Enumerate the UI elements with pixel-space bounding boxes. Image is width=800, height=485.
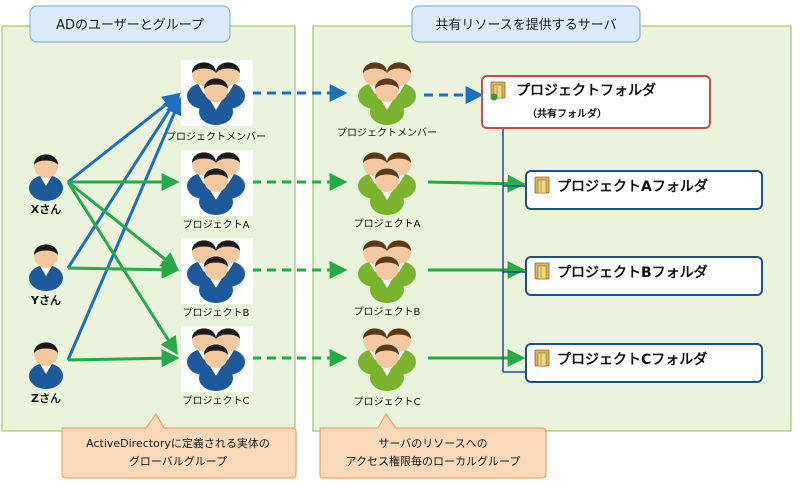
- local-group-c: プロジェクトC: [354, 328, 421, 408]
- user-y-label: Yさん: [30, 294, 61, 307]
- right-panel-title-box: [411, 5, 641, 43]
- arrow-x-to-member: [67, 92, 181, 184]
- folder-c-icon: [534, 349, 550, 367]
- note-global-line-1: ActiveDirectoryに定義される実体の: [86, 436, 270, 450]
- local-group-b-label: プロジェクトB: [354, 306, 421, 318]
- local-group-a-label: プロジェクトA: [354, 218, 421, 230]
- arrow-y-to-b: [67, 260, 180, 279]
- folder-a-label: プロジェクトAフォルダ: [557, 178, 708, 195]
- arrow-x-to-b: [67, 180, 179, 271]
- folder-b: プロジェクトBフォルダ: [525, 256, 763, 296]
- global-group-b: プロジェクトB: [181, 238, 253, 319]
- user-y: Yさん: [29, 244, 63, 307]
- left-panel-title: ADのユーザーとグループ: [56, 18, 204, 33]
- note-local-line-1: サーバのリソースへの: [378, 437, 487, 450]
- membership-arrows: [66, 92, 183, 368]
- global-group-member-label: プロジェクトメンバー: [166, 131, 266, 143]
- shared-folder: プロジェクトフォルダ （共有フォルダ）: [481, 75, 711, 129]
- local-group-c-label: プロジェクトC: [354, 396, 421, 408]
- folder-c-label: プロジェクトCフォルダ: [557, 351, 707, 368]
- note-global-groups: ActiveDirectoryに定義される実体の グローバルグループ: [61, 412, 297, 479]
- group-mapping-arrows: [252, 84, 526, 367]
- local-group-b: プロジェクトB: [354, 240, 421, 318]
- folder-b-label: プロジェクトBフォルダ: [557, 264, 708, 281]
- global-group-b-label: プロジェクトB: [183, 307, 250, 319]
- folder-a-icon: [534, 176, 550, 194]
- share-icon: [490, 93, 498, 101]
- local-group-member-label: プロジェクトメンバー: [337, 127, 437, 139]
- user-z: Zさん: [29, 342, 63, 405]
- user-x-label: Xさん: [31, 203, 61, 216]
- arrow-x-to-c: [66, 181, 178, 356]
- note-global-line-2: グローバルグループ: [129, 454, 227, 468]
- global-group-c: プロジェクトC: [181, 326, 253, 407]
- user-z-label: Zさん: [31, 392, 61, 405]
- local-group-a: プロジェクトA: [354, 152, 421, 230]
- global-group-a-label: プロジェクトA: [183, 219, 250, 231]
- global-group-c-label: プロジェクトC: [183, 395, 250, 407]
- folder-a: プロジェクトAフォルダ: [525, 170, 763, 210]
- note-local-groups: サーバのリソースへの アクセス権限毎のローカルグループ: [319, 412, 547, 479]
- arrow-z-to-member: [66, 96, 183, 361]
- arrow-local-a-to-folder-a: [427, 174, 526, 193]
- global-group-member: プロジェクトメンバー: [166, 60, 266, 143]
- folder-tree-lines: [502, 108, 525, 373]
- user-x: Xさん: [29, 154, 63, 216]
- folder-c: プロジェクトCフォルダ: [525, 343, 763, 383]
- local-group-member: プロジェクトメンバー: [337, 62, 437, 139]
- shared-folder-title: プロジェクトフォルダ: [516, 82, 656, 99]
- global-group-a: プロジェクトA: [181, 150, 253, 231]
- left-panel-title-box: [29, 5, 231, 43]
- arrow-z-to-c: [67, 349, 180, 368]
- folder-b-icon: [534, 262, 550, 280]
- note-local-line-2: アクセス権限毎のローカルグループ: [346, 454, 521, 468]
- right-panel-title: 共有リソースを提供するサーバ: [435, 17, 616, 33]
- shared-folder-subtitle: （共有フォルダ）: [527, 107, 607, 120]
